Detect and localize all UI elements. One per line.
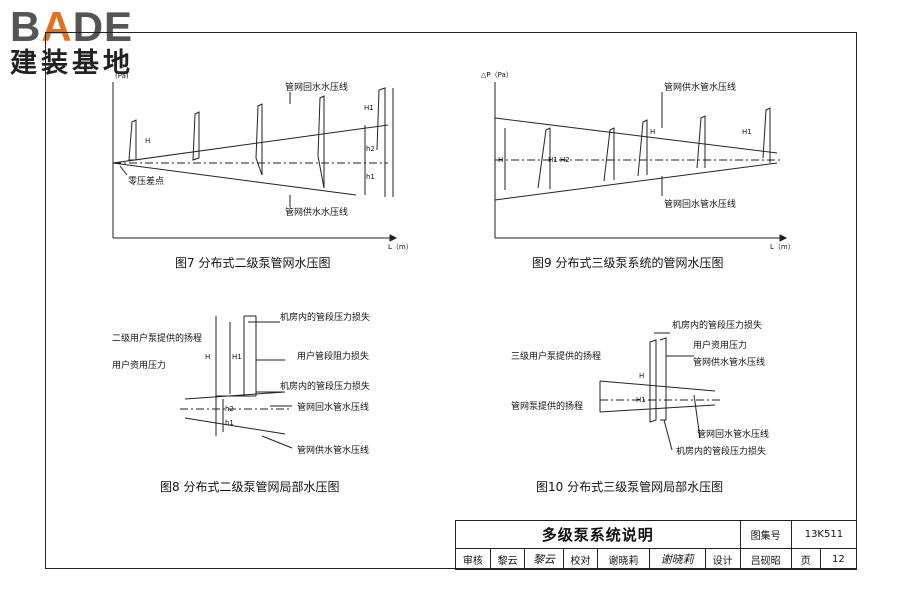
fig8-h2-label: h2 <box>225 405 234 413</box>
fig10-net-pump-head-label: 管网泵提供的扬程 <box>511 402 584 412</box>
check-label: 校对 <box>562 548 599 570</box>
fig7-y-axis-label: (Pa) <box>115 72 129 80</box>
fig10-H1-label: H1 <box>636 396 646 404</box>
fig7-return-line-label: 管网回水水压线 <box>285 83 349 93</box>
fig10-H-label: H <box>639 372 645 380</box>
bade-logo: BADE 建装基地 <box>10 6 134 80</box>
reviewer-name: 黎云 <box>489 548 526 570</box>
fig7-zero-point-label: 零压差点 <box>128 177 165 187</box>
fig9-caption: 图9 分布式三级泵系统的管网水压图 <box>532 256 724 270</box>
checker-name: 谢晓莉 <box>597 548 650 570</box>
fig10-room-loss-bottom-label: 机房内的管段压力损失 <box>676 447 767 457</box>
fig9-H1-label-2: H1 <box>742 128 752 136</box>
fig7-h-label: H <box>145 137 151 145</box>
fig9-plot <box>494 82 788 242</box>
fig10-pump3-head-label: 三级用户泵提供的扬程 <box>511 352 602 362</box>
fig8-room-loss-top-label: 机房内的管段压力损失 <box>280 313 371 323</box>
fig10-supply-line-label: 管网供水管水压线 <box>693 358 766 368</box>
reviewer-signature: 黎云 <box>524 548 564 570</box>
design-label: 设计 <box>704 548 741 570</box>
fig9-H-label-2: H <box>650 128 656 136</box>
fig9-H2-label: H2 <box>560 156 570 164</box>
review-label: 审核 <box>455 548 491 570</box>
fig10-user-pressure-label: 用户资用压力 <box>693 341 748 351</box>
fig9-H1-label: H1 <box>548 156 558 164</box>
logo-brand-accent: A <box>41 3 73 50</box>
page-label: 页 <box>790 548 821 570</box>
title-block: 多级泵系统说明 图集号 13K511 审核 黎云 黎云 校对 谢晓莉 谢晓莉 设… <box>455 520 858 570</box>
fig9-supply-line-label: 管网供水管水压线 <box>664 83 737 93</box>
fig8-h1-label: h1 <box>225 419 234 427</box>
fig10-room-loss-top-label: 机房内的管段压力损失 <box>672 321 763 331</box>
fig10-return-line-label: 管网回水管水压线 <box>697 430 770 440</box>
fig9-y-axis-label: △P（Pa） <box>481 71 513 79</box>
checker-signature: 谢晓莉 <box>648 548 706 570</box>
fig8-caption: 图8 分布式二级泵管网局部水压图 <box>160 480 340 494</box>
logo-subtitle: 建装基地 <box>10 48 134 79</box>
drawing-frame <box>45 32 857 569</box>
fig8-user-pressure-label: 用户资用压力 <box>112 361 167 371</box>
fig7-h2-label: h2 <box>366 145 375 153</box>
fig9-H-label: H <box>498 156 504 164</box>
fig8-H1-label: H1 <box>232 353 242 361</box>
page-number: 12 <box>819 548 858 570</box>
designer-name: 吕砚昭 <box>739 548 792 570</box>
fig7-plot <box>112 82 398 242</box>
atlas-number: 13K511 <box>790 520 858 549</box>
fig8-return-line-label: 管网回水管水压线 <box>297 403 370 413</box>
fig8-user-resist-label: 用户管段阻力损失 <box>297 352 370 362</box>
logo-brand-prefix: B <box>10 3 42 50</box>
fig9-return-line-label: 管网回水管水压线 <box>664 200 737 210</box>
drawing-title: 多级泵系统说明 <box>455 520 741 549</box>
fig10-plot <box>599 332 720 451</box>
fig7-supply-line-label: 管网供水水压线 <box>285 208 349 218</box>
fig10-caption: 图10 分布式三级泵管网局部水压图 <box>536 480 724 494</box>
fig8-H-label: H <box>205 353 211 361</box>
fig7-x-axis-label: L（m） <box>388 243 413 251</box>
logo-brand-suffix: DE <box>72 3 134 50</box>
fig7-H1-label: H1 <box>364 104 374 112</box>
fig7-caption: 图7 分布式二级泵管网水压图 <box>175 256 331 270</box>
fig9-x-axis-label: L（m） <box>770 243 795 251</box>
fig8-pump-head-label: 二级用户泵提供的扬程 <box>112 334 203 344</box>
fig8-room-loss-mid-label: 机房内的管段压力损失 <box>280 382 371 392</box>
fig7-h1-label: h1 <box>366 173 375 181</box>
atlas-label: 图集号 <box>739 520 792 549</box>
fig8-plot <box>180 315 293 449</box>
fig8-supply-line-label: 管网供水管水压线 <box>297 446 370 456</box>
